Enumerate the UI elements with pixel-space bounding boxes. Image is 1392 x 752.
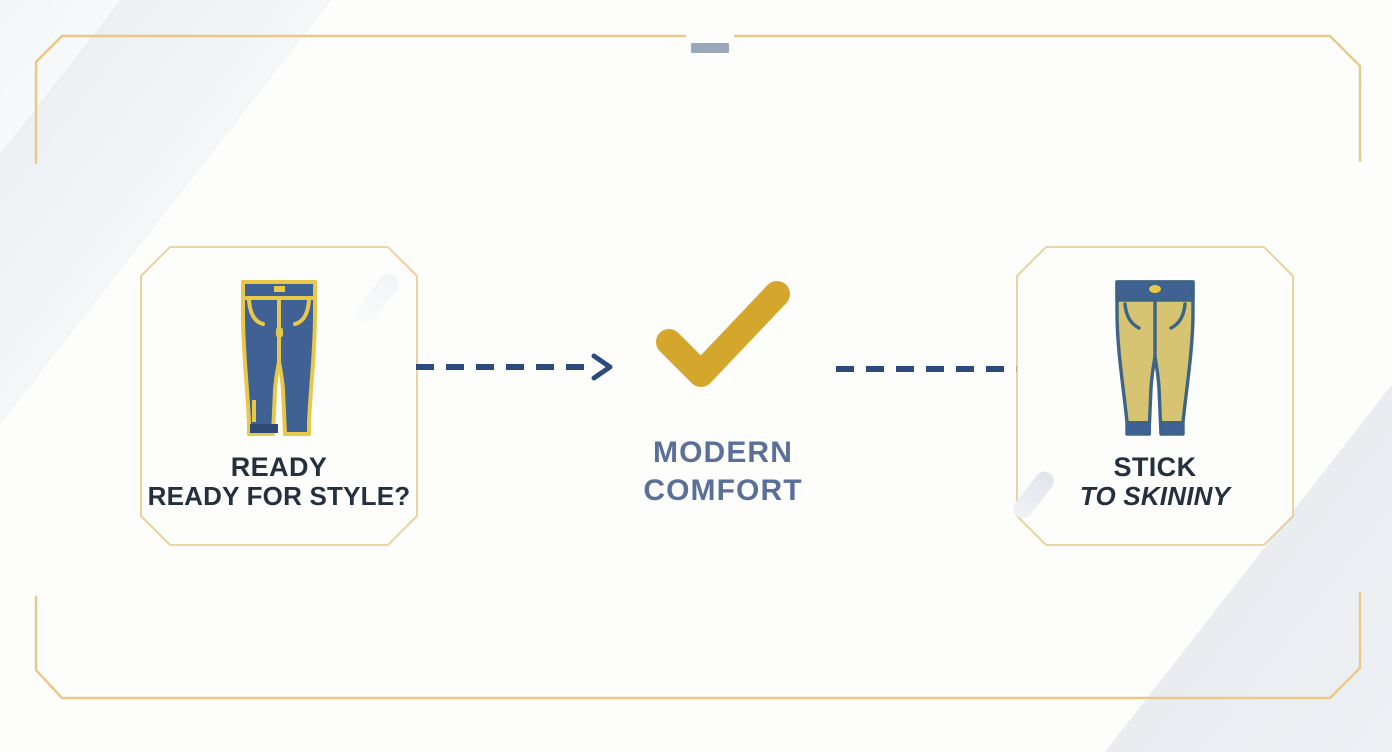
center-block: MODERN COMFORT xyxy=(566,280,880,510)
card-border-right xyxy=(1016,246,1294,546)
background-diagonal-highlight-bottom-right xyxy=(1301,258,1392,752)
checkmark-icon xyxy=(656,281,790,387)
blue-jeans-icon xyxy=(241,280,317,436)
right-connector xyxy=(834,354,1028,384)
khaki-pants-icon xyxy=(1115,280,1195,436)
card-caption-right: STICK TO SKININY xyxy=(1080,452,1230,511)
center-caption-line1: MODERN xyxy=(653,436,793,469)
dashed-line-icon xyxy=(836,366,1026,372)
card-ready[interactable]: READY READY FOR STYLE? xyxy=(140,246,418,546)
dashed-arrow-icon xyxy=(416,353,613,381)
frame-top-notch xyxy=(691,43,729,53)
center-caption: MODERN COMFORT xyxy=(643,434,802,510)
center-caption-line2: COMFORT xyxy=(643,473,803,507)
card-caption-left-line1: READY xyxy=(230,452,328,482)
card-skinny[interactable]: STICK TO SKININY xyxy=(1009,246,1294,546)
card-caption-right-line2: TO SKININY xyxy=(1079,481,1231,512)
card-border-left xyxy=(140,246,418,546)
left-connector xyxy=(414,352,616,382)
card-caption-right-line1: STICK xyxy=(1113,452,1197,482)
card-caption-left: READY READY FOR STYLE? xyxy=(148,452,411,511)
card-caption-left-line2: READY FOR STYLE? xyxy=(147,481,411,512)
